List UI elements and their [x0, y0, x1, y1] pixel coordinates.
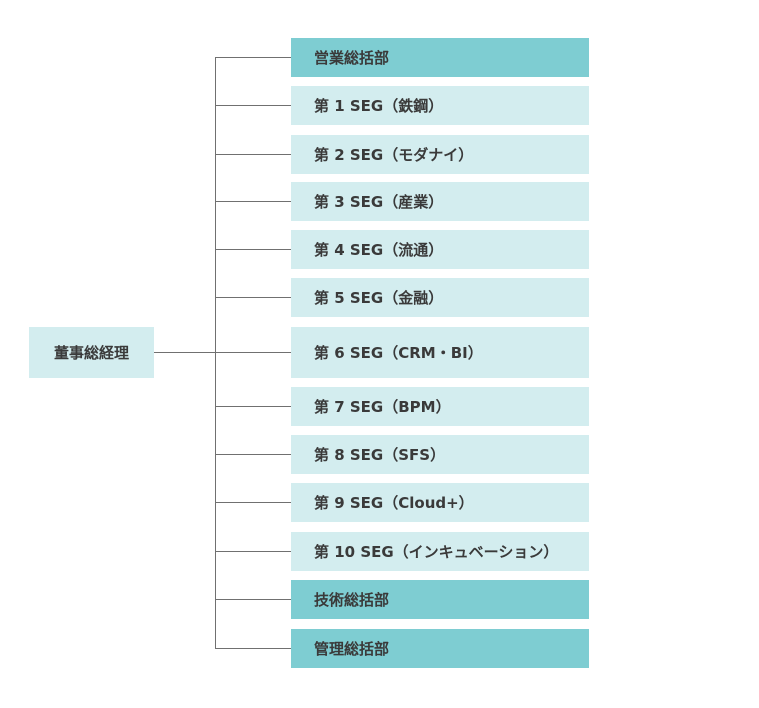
root-box-executive-director: 董事総経理: [29, 327, 154, 378]
dept-box-seg-8: 第 8 SEG（SFS）: [291, 435, 589, 474]
branch-line: [215, 551, 291, 552]
dept-label: 第 6 SEG（CRM・BI）: [314, 344, 483, 362]
dept-label: 第 7 SEG（BPM）: [314, 398, 451, 416]
dept-label: 第 4 SEG（流通）: [314, 241, 444, 259]
branch-line: [215, 502, 291, 503]
dept-box-technical-division: 技術総括部: [291, 580, 589, 619]
dept-label: 第 3 SEG（産業）: [314, 193, 444, 211]
dept-label: 管理総括部: [314, 640, 390, 658]
root-label: 董事総経理: [53, 344, 129, 362]
branch-line: [215, 201, 291, 202]
dept-box-seg-3: 第 3 SEG（産業）: [291, 182, 589, 221]
dept-box-seg-1: 第 1 SEG（鉄鋼）: [291, 86, 589, 125]
branch-line: [215, 454, 291, 455]
branch-line: [215, 249, 291, 250]
dept-box-seg-4: 第 4 SEG（流通）: [291, 230, 589, 269]
dept-label: 第 2 SEG（モダナイ）: [314, 146, 474, 164]
dept-box-management-division: 管理総括部: [291, 629, 589, 668]
dept-box-sales-division: 営業総括部: [291, 38, 589, 77]
dept-box-seg-6: 第 6 SEG（CRM・BI）: [291, 327, 589, 378]
branch-line: [215, 154, 291, 155]
dept-label: 第 8 SEG（SFS）: [314, 446, 446, 464]
branch-line: [215, 57, 291, 58]
dept-box-seg-5: 第 5 SEG（金融）: [291, 278, 589, 317]
dept-label: 第 10 SEG（インキュベーション）: [314, 543, 559, 561]
dept-label: 第 5 SEG（金融）: [314, 289, 444, 307]
branch-line: [215, 352, 291, 353]
dept-label: 技術総括部: [314, 591, 390, 609]
branch-line: [215, 648, 291, 649]
root-connector: [154, 352, 216, 353]
branch-line: [215, 297, 291, 298]
trunk-line: [215, 57, 216, 649]
dept-label: 営業総括部: [314, 49, 390, 67]
dept-label: 第 9 SEG（Cloud+）: [314, 494, 474, 512]
dept-box-seg-7: 第 7 SEG（BPM）: [291, 387, 589, 426]
dept-box-seg-9: 第 9 SEG（Cloud+）: [291, 483, 589, 522]
dept-box-seg-10: 第 10 SEG（インキュベーション）: [291, 532, 589, 571]
branch-line: [215, 406, 291, 407]
branch-line: [215, 599, 291, 600]
branch-line: [215, 105, 291, 106]
dept-box-seg-2: 第 2 SEG（モダナイ）: [291, 135, 589, 174]
dept-label: 第 1 SEG（鉄鋼）: [314, 97, 444, 115]
